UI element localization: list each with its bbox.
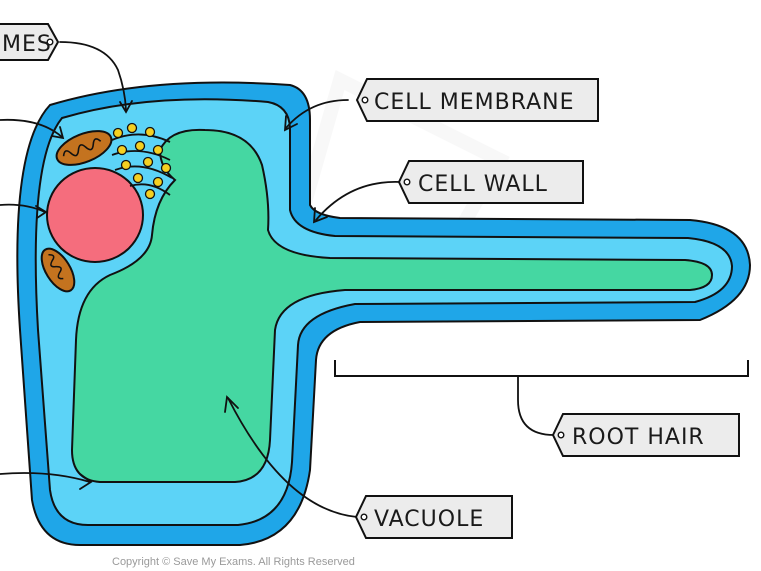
label-vacuole: VACUOLE (354, 495, 513, 539)
label-vacuole-text: VACUOLE (374, 507, 484, 532)
mitochondrion-top (55, 130, 113, 166)
label-root-hair-text: ROOT HAIR (572, 425, 705, 450)
endoplasmic-reticulum (111, 133, 173, 196)
label-ribosomes: MES (0, 23, 60, 61)
nucleus-leader (0, 203, 46, 213)
ribosomes (112, 122, 172, 200)
label-cell-wall-text: CELL WALL (418, 172, 548, 197)
vacuole (70, 128, 714, 483)
ribosomes-leader (59, 41, 127, 111)
label-cell-wall: CELL WALL (397, 160, 584, 204)
cytoplasm-leader (0, 472, 91, 483)
label-root-hair: ROOT HAIR (551, 413, 740, 457)
label-ribosomes-text: MES (2, 32, 52, 57)
mitochondrion-bottom (40, 247, 76, 293)
label-cell-membrane: CELL MEMBRANE (355, 78, 599, 122)
leader-lines (0, 41, 555, 518)
label-cell-membrane-text: CELL MEMBRANE (374, 90, 575, 115)
vacuole-leader (227, 397, 358, 518)
nucleus (46, 167, 144, 263)
cell-membrane-leader (285, 99, 349, 129)
copyright-text: Copyright © Save My Exams. All Rights Re… (112, 556, 355, 568)
root-hair-leader (517, 376, 555, 436)
root-hair-bracket (334, 360, 749, 377)
mitochondrion-leader (0, 118, 63, 138)
cell-wall-leader (315, 181, 401, 221)
